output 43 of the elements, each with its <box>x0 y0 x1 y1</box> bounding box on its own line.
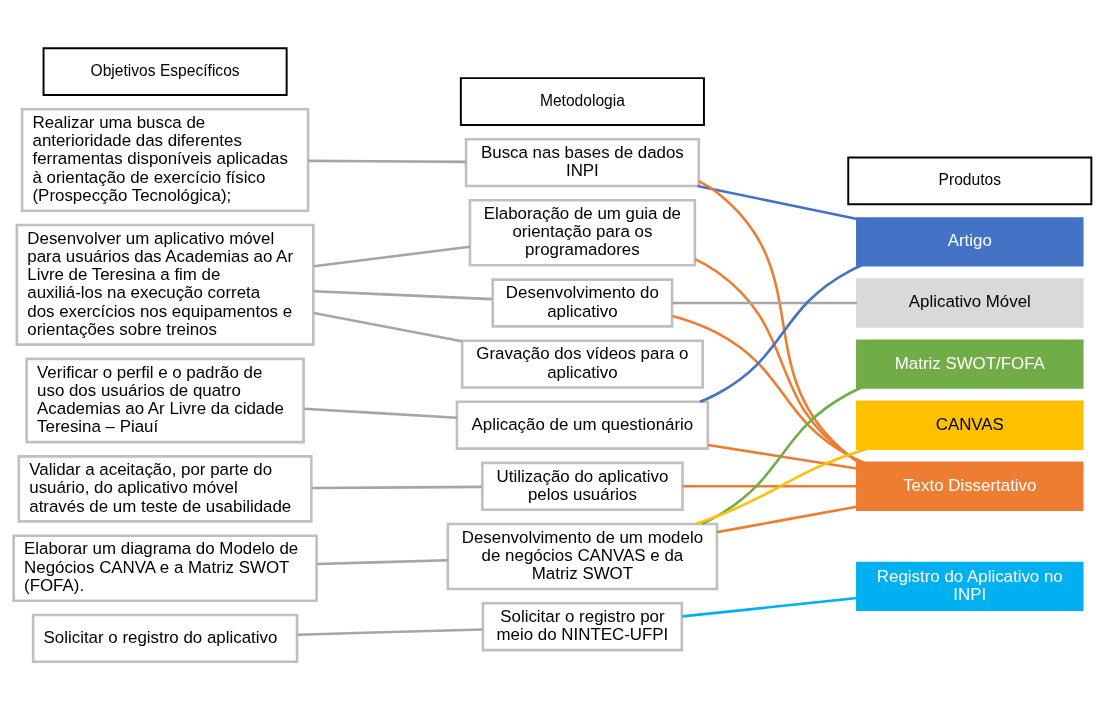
node-box: Gravação dos vídeos para o aplicativo <box>460 338 704 389</box>
connector <box>701 386 862 525</box>
node-box: Desenvolvimento do aplicativo <box>491 277 674 328</box>
node-box: Elaborar um diagrama do Modelo de Negócios CANVA e a Matriz SWOT (FOFA). <box>12 533 318 602</box>
node-box: CANVAS <box>856 400 1084 450</box>
node-box: Verificar o perfil e o padrão de uso dos usuários de quatro Academias ao Ar Livre da cidade Teresina – Piauí <box>25 357 305 443</box>
connector <box>311 485 482 489</box>
connector <box>707 443 858 470</box>
connector <box>699 263 862 403</box>
node-box: Desenvolvimento de um modelo de negócios CANVAS e da Matriz SWOT <box>446 522 719 590</box>
node-box: Produtos <box>847 155 1093 205</box>
node-box: Realizar uma busca de anterioridade das diferentes ferramentas disponíveis aplicadas à orientação de exercício físico (Prospecção Tecnológica); <box>20 107 310 212</box>
node-box: Validar a aceitação, por parte do usuário, do aplicativo móvel através de um teste de usabilidade <box>17 454 313 523</box>
node-box: Texto Dissertativo <box>856 461 1084 511</box>
node-box: Objetivos Específicos <box>42 46 288 96</box>
connector <box>313 244 470 268</box>
node-box: Utilização do aplicativo pelos usuários <box>481 461 684 511</box>
connector <box>672 314 865 464</box>
node-box: Solicitar o registro por meio do NINTEC-UFPI <box>481 601 684 651</box>
node-box: Registro do Aplicativo no INPI <box>856 561 1084 611</box>
connector <box>698 179 861 464</box>
connector <box>682 484 858 488</box>
connector <box>313 311 463 343</box>
node-box: Aplicação de um questionário <box>455 400 710 450</box>
connector <box>308 159 466 163</box>
connector <box>682 596 858 618</box>
connector <box>297 627 483 636</box>
node-box: Elaboração de um guia de orientação para os programadores <box>468 198 697 267</box>
node-box: Metodologia <box>459 76 705 126</box>
node-box: Aplicativo Móvel <box>856 277 1084 328</box>
connector <box>316 558 448 565</box>
connector <box>672 301 858 304</box>
node-box: Desenvolver um aplicativo móvel para usuários das Academias ao Ar Livre de Teresina a fim de auxiliá-los na execução correta dos exercícios nos equipamentos e orientações sobre treinos <box>15 223 315 346</box>
node-box: Solicitar o registro do aplicativo <box>31 613 299 663</box>
connector <box>313 289 493 300</box>
node-box: Artigo <box>856 216 1084 267</box>
node-box: Matriz SWOT/FOFA <box>856 338 1084 389</box>
connector <box>716 504 858 533</box>
connector <box>697 184 858 220</box>
connector <box>694 257 862 464</box>
connector <box>303 406 457 419</box>
connector <box>695 447 869 525</box>
node-box: Busca nas bases de dados INPI <box>464 137 701 187</box>
